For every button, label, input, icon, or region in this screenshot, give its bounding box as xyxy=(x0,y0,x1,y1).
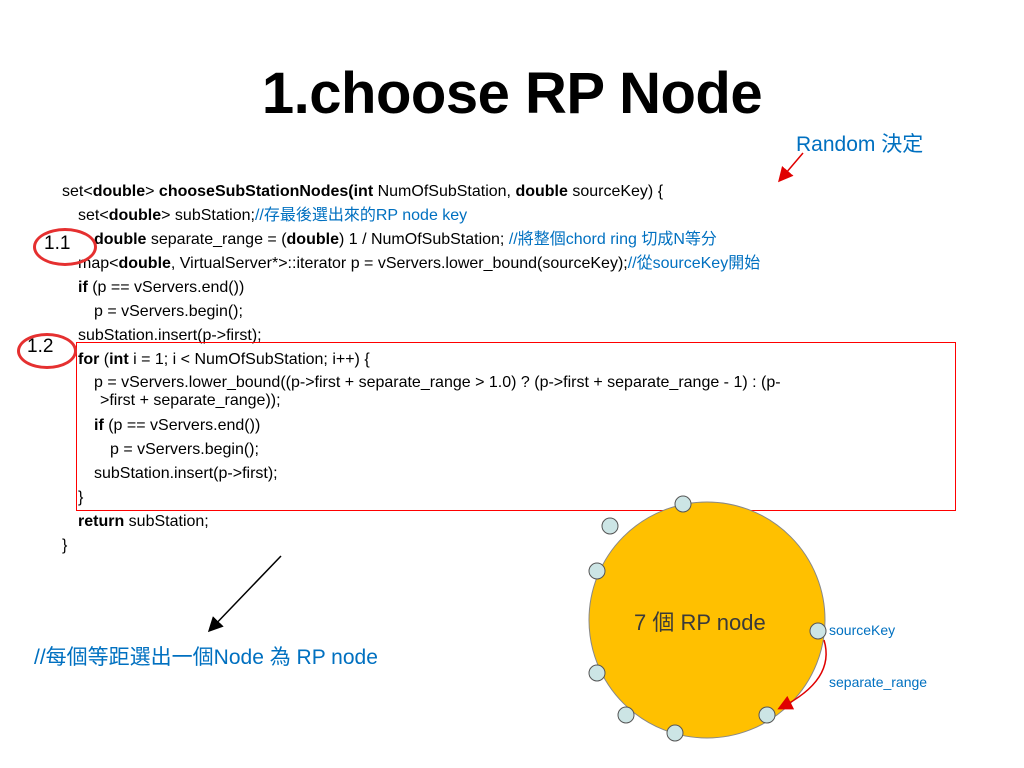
code-line-11: if (p == vServers.end()) xyxy=(94,417,261,434)
chord-ring xyxy=(588,501,826,739)
badge-ellipse-1 xyxy=(33,228,97,266)
slide-title: 1.choose RP Node xyxy=(261,61,763,126)
code-line-16: } xyxy=(62,537,68,554)
ring-node xyxy=(809,622,827,640)
ring-node xyxy=(588,562,606,580)
code-line-9: p = vServers.lower_bound((p->first + sep… xyxy=(94,374,781,391)
separate-range-label: separate_range xyxy=(829,674,928,690)
source-key-label: sourceKey xyxy=(829,622,896,638)
ring-node xyxy=(588,664,606,682)
code-line-12: p = vServers.begin(); xyxy=(110,441,259,458)
ring-node xyxy=(617,706,635,724)
code-line-1: set<double> chooseSubStationNodes(int Nu… xyxy=(62,183,664,200)
ring-node xyxy=(674,495,692,513)
code-line-4: map<double, VirtualServer*>::iterator p … xyxy=(78,255,761,272)
code-line-6: p = vServers.begin(); xyxy=(94,303,243,320)
code-line-15: return subStation; xyxy=(78,513,209,530)
badge-label-1: 1.1 xyxy=(44,233,71,254)
loop-highlight-box xyxy=(76,342,956,511)
ring-node xyxy=(758,706,776,724)
code-line-10: >first + separate_range)); xyxy=(100,392,281,409)
code-line-8: for (int i = 1; i < NumOfSubStation; i++… xyxy=(78,351,370,368)
badge-label-2: 1.2 xyxy=(27,336,54,357)
badge-ellipse-2 xyxy=(17,333,77,369)
bottom-note-arrow xyxy=(207,555,282,633)
ring-node xyxy=(601,517,619,535)
bottom-note: //每個等距選出一個Node 為 RP node xyxy=(34,646,378,669)
code-line-5: if (p == vServers.end()) xyxy=(78,279,245,296)
ring-center-label: 7 個 RP node xyxy=(634,610,766,635)
code-line-7: subStation.insert(p->first); xyxy=(78,327,262,344)
separate-range-arrow xyxy=(777,639,827,710)
random-arrow xyxy=(778,152,804,183)
code-line-3: double separate_range = (double) 1 / Num… xyxy=(94,231,717,248)
code-line-13: subStation.insert(p->first); xyxy=(94,465,278,482)
ring-node xyxy=(666,724,684,742)
code-line-14: } xyxy=(78,489,84,506)
random-note: Random 決定 xyxy=(796,133,924,156)
code-line-2: set<double> subStation;//存最後選出來的RP node … xyxy=(78,207,468,224)
